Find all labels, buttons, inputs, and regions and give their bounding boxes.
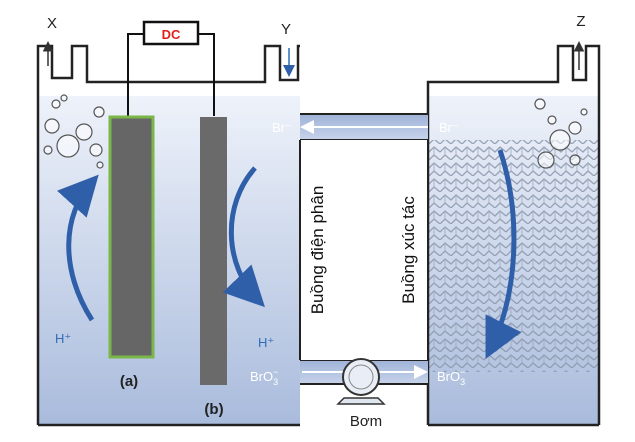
electrode-b (200, 117, 227, 385)
dc-label: DC (162, 27, 181, 42)
outlet-z: Z (573, 13, 586, 70)
bromate-label-right: BrO3− (437, 367, 465, 387)
pump-label: Bơm (350, 413, 382, 430)
h-plus-label-left: H⁺ (55, 331, 71, 346)
circulation-arrow-mid (222, 166, 265, 308)
bromide-label-right: Br⁻ (439, 120, 459, 135)
outlet-z-label: Z (576, 13, 585, 30)
circulation-arrow-left (57, 174, 99, 322)
electrolysis-chamber-label: Buồng điện phân (308, 186, 327, 315)
circulation-arrow-right (485, 149, 522, 359)
outlet-y: Y (281, 21, 295, 77)
dc-power-source: DC (127, 20, 215, 116)
pump (336, 358, 386, 405)
electrode-a (108, 115, 155, 359)
outlet-y-label: Y (281, 21, 291, 38)
left-tank (36, 44, 300, 427)
outlet-x: X (42, 15, 57, 66)
bubbles-left (43, 94, 105, 169)
electrode-a-label: (a) (120, 373, 138, 390)
outlet-x-label: X (47, 15, 57, 32)
catalyst-chamber-label: Buồng xúc tác (399, 196, 418, 304)
bromate-label-left: BrO3− (250, 367, 278, 387)
separator-wall (300, 140, 428, 360)
h-plus-label-right: H⁺ (258, 335, 274, 350)
bubbles-right (534, 98, 588, 169)
bromide-label-left: Br⁻ (272, 120, 292, 135)
electrode-b-label: (b) (204, 401, 223, 418)
